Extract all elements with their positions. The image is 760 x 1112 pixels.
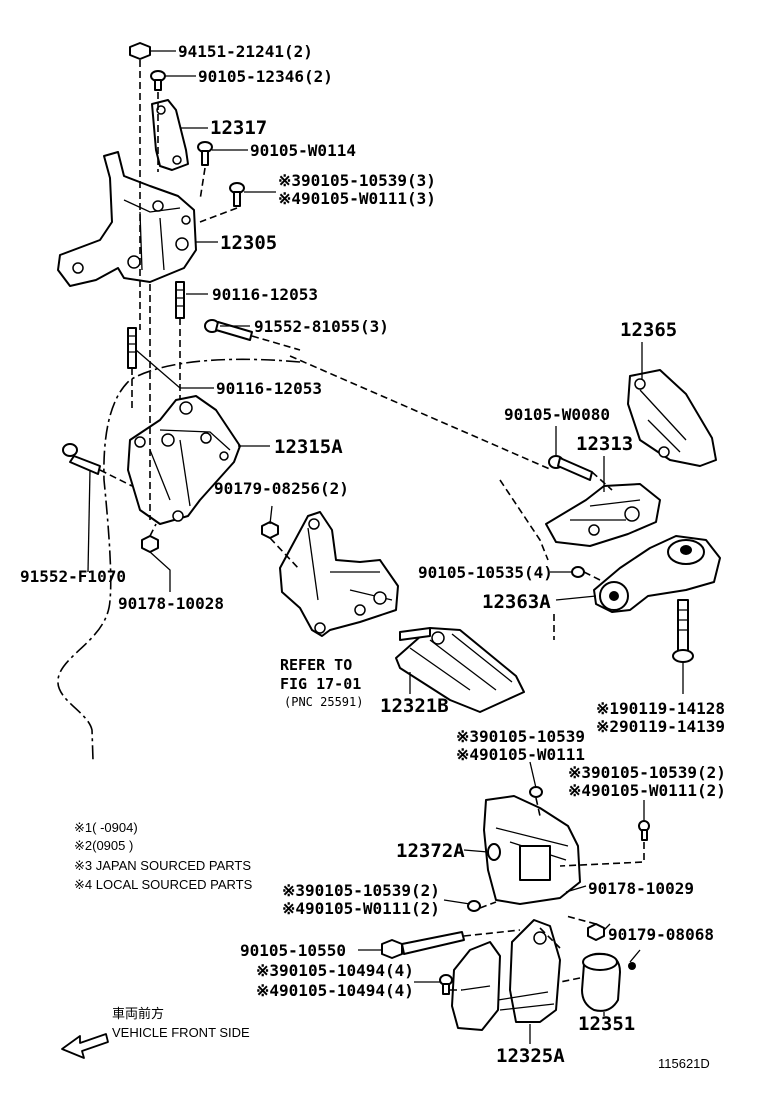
bolt-90105-10494	[439, 974, 453, 995]
mount-12363a	[593, 535, 721, 613]
footnote-4: ※4 LOCAL SOURCED PARTS	[74, 877, 253, 892]
crossmember-12321b	[395, 627, 525, 713]
refer-note: REFER TO FIG 17-01 (PNC 25591)	[280, 656, 363, 709]
label-90119-14128: ※190119-14128	[596, 699, 725, 718]
mount-12315a	[127, 395, 241, 525]
footnotes: ※1( -0904) ※2(0905 ) ※3 JAPAN SOURCED PA…	[74, 820, 253, 892]
front-arrow-icon	[61, 1033, 109, 1059]
stud-90116-12053-lower	[127, 327, 137, 369]
label-12363a: 12363A	[482, 591, 551, 613]
bolt-90105-10539-mid	[529, 786, 543, 798]
nut-90178-10028	[141, 535, 159, 553]
assembly-lines	[99, 60, 645, 991]
label-90105-10539-2-right: ※390105-10539(2)	[568, 763, 726, 782]
cover-12365	[627, 369, 717, 467]
label-90105-w0080: 90105-W0080	[504, 405, 610, 424]
direction-jp: 車両前方	[112, 1006, 164, 1021]
bolt-90105-w0080	[548, 455, 593, 481]
label-90178-10028: 90178-10028	[118, 594, 224, 613]
label-12317: 12317	[210, 117, 267, 139]
label-12315a: 12315A	[274, 436, 343, 458]
bolt-90105-12346	[150, 70, 166, 91]
label-90116-12053-lower: 90116-12053	[216, 379, 322, 398]
bushing-12351	[581, 952, 636, 1012]
label-90179-08068: 90179-08068	[608, 925, 714, 944]
label-90105-10550: 90105-10550	[240, 941, 346, 960]
label-90116-12053-upper: 90116-12053	[212, 285, 318, 304]
stud-90116-12053-upper	[175, 281, 185, 319]
label-91552-81055: 91552-81055(3)	[254, 317, 389, 336]
nut-94151	[129, 42, 151, 60]
label-12321b: 12321B	[380, 695, 449, 717]
label-12305: 12305	[220, 232, 277, 254]
refer-line-3: (PNC 25591)	[284, 695, 363, 709]
label-90105-w0111-2-left: ※490105-W0111(2)	[282, 899, 440, 918]
label-90105-w0114: 90105-W0114	[250, 141, 356, 160]
bolt-90105-10539-top	[229, 182, 245, 207]
nut-90105-10539-left	[467, 900, 481, 912]
engine-outline	[57, 358, 301, 761]
label-90105-10494-local: ※490105-10494(4)	[256, 981, 414, 1000]
footnote-3: ※3 JAPAN SOURCED PARTS	[74, 858, 251, 873]
label-90105-w0111-mid: ※490105-W0111	[456, 745, 585, 764]
label-94151-21241: 94151-21241(2)	[178, 42, 313, 61]
bolt-91552-81055	[204, 319, 253, 341]
label-12372a: 12372A	[396, 840, 465, 862]
bolt-90105-10539-right	[638, 820, 650, 841]
bolt-90105-w0114	[197, 141, 213, 166]
label-12325a: 12325A	[496, 1045, 565, 1067]
nut-90179-08068	[587, 923, 605, 941]
figure-id: 115621D	[658, 1056, 710, 1071]
label-12313: 12313	[576, 433, 633, 455]
bracket-12325a	[451, 919, 561, 1031]
label-90105-10539-2-left: ※390105-10539(2)	[282, 881, 440, 900]
vehicle-front-indicator: 車両前方 VEHICLE FRONT SIDE	[61, 1006, 250, 1059]
leader-lines	[87, 50, 684, 1044]
bolt-91552-f1070	[62, 443, 101, 475]
label-90105-10539-mid: ※390105-10539	[456, 727, 585, 746]
part-labels: 94151-21241(2) 90105-12346(2) 12317 9010…	[20, 42, 726, 1067]
refer-line-1: REFER TO	[280, 656, 352, 674]
bracket-12317	[151, 99, 189, 171]
label-90105-w0111-3: ※490105-W0111(3)	[278, 189, 436, 208]
label-90178-10029: 90178-10029	[588, 879, 694, 898]
bracket-12372a	[483, 795, 581, 905]
label-12351: 12351	[578, 1013, 635, 1035]
footnote-2: ※2(0905 )	[74, 838, 133, 853]
label-90105-10539-3: ※390105-10539(3)	[278, 171, 436, 190]
nut-90179-08256	[261, 521, 279, 539]
bolt-90105-10535	[571, 566, 585, 578]
direction-en: VEHICLE FRONT SIDE	[112, 1025, 250, 1040]
label-90105-12346: 90105-12346(2)	[198, 67, 333, 86]
bolt-90119	[672, 599, 694, 663]
refer-line-2: FIG 17-01	[280, 675, 361, 693]
label-90105-w0111-2-right: ※490105-W0111(2)	[568, 781, 726, 800]
bracket-12313	[545, 483, 661, 547]
label-91552-f1070: 91552-F1070	[20, 567, 126, 586]
center-bracket	[279, 511, 399, 637]
mount-12305	[57, 151, 197, 287]
footnote-1: ※1( -0904)	[74, 820, 138, 835]
label-90105-10535: 90105-10535(4)	[418, 563, 553, 582]
label-90179-08256: 90179-08256(2)	[214, 479, 349, 498]
label-12365: 12365	[620, 319, 677, 341]
label-90119-14139: ※290119-14139	[596, 717, 725, 736]
bolt-90105-10550	[381, 931, 465, 959]
label-90105-10494-jp: ※390105-10494(4)	[256, 961, 414, 980]
